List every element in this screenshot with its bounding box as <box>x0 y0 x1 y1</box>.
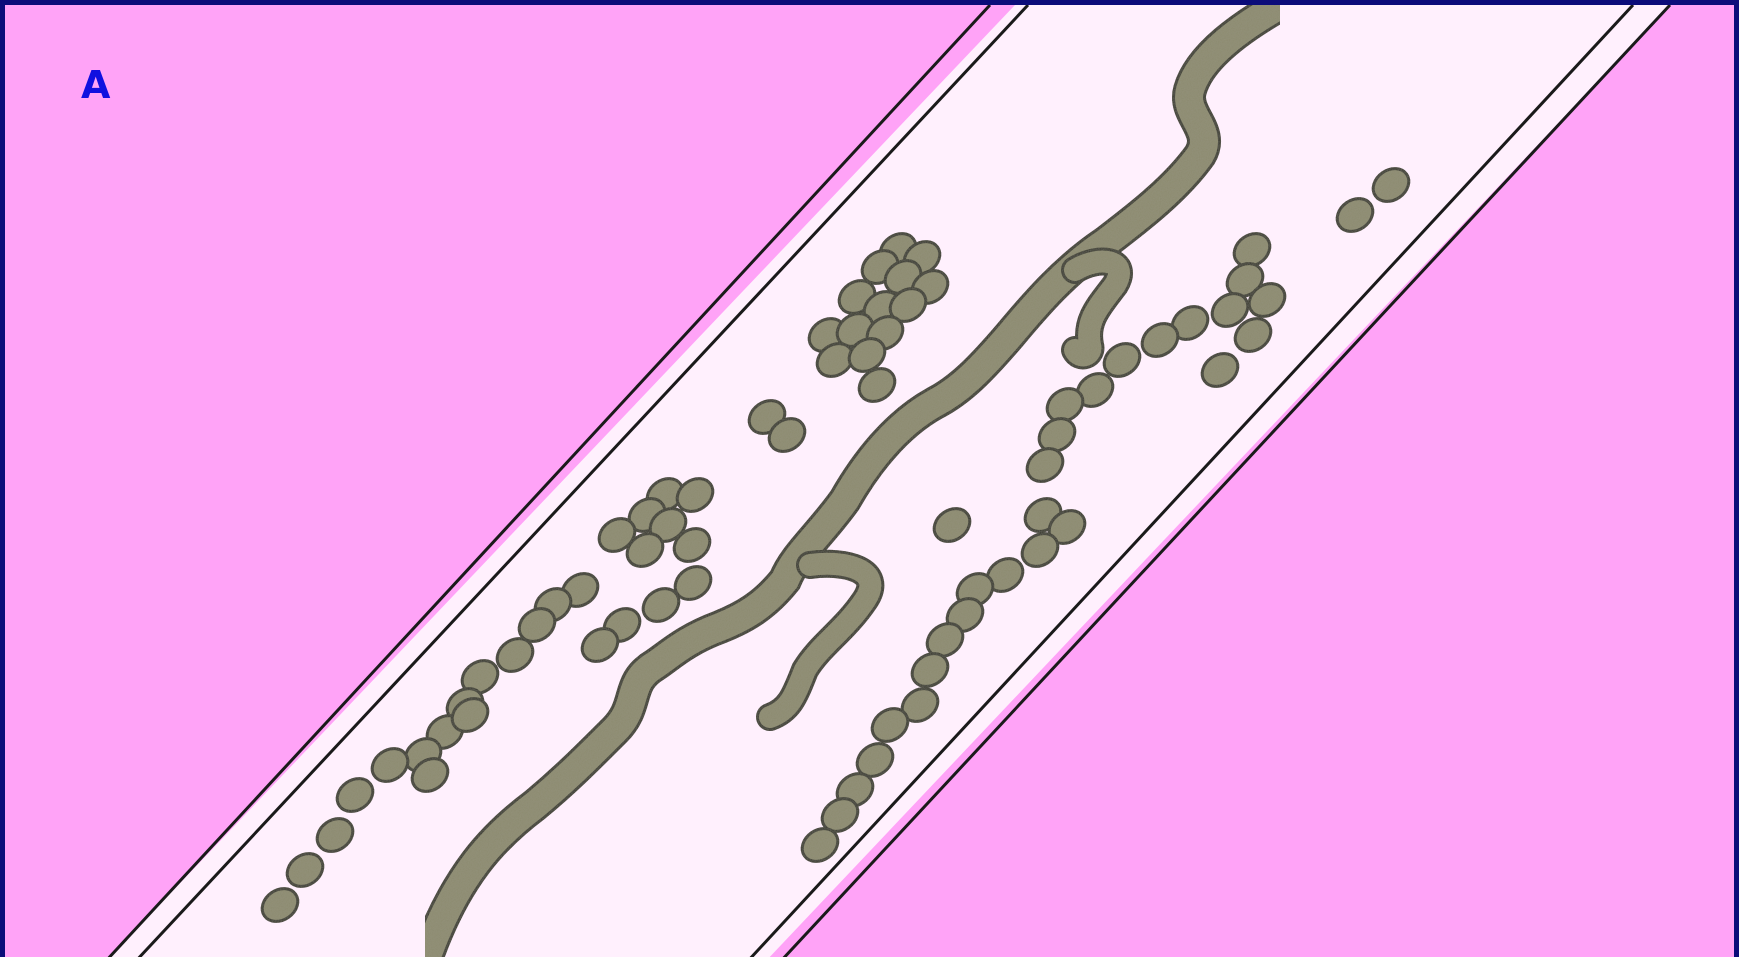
panel-label: A <box>81 63 110 107</box>
vessel-lumen <box>105 5 1670 957</box>
vessel-diagram <box>5 5 1739 957</box>
